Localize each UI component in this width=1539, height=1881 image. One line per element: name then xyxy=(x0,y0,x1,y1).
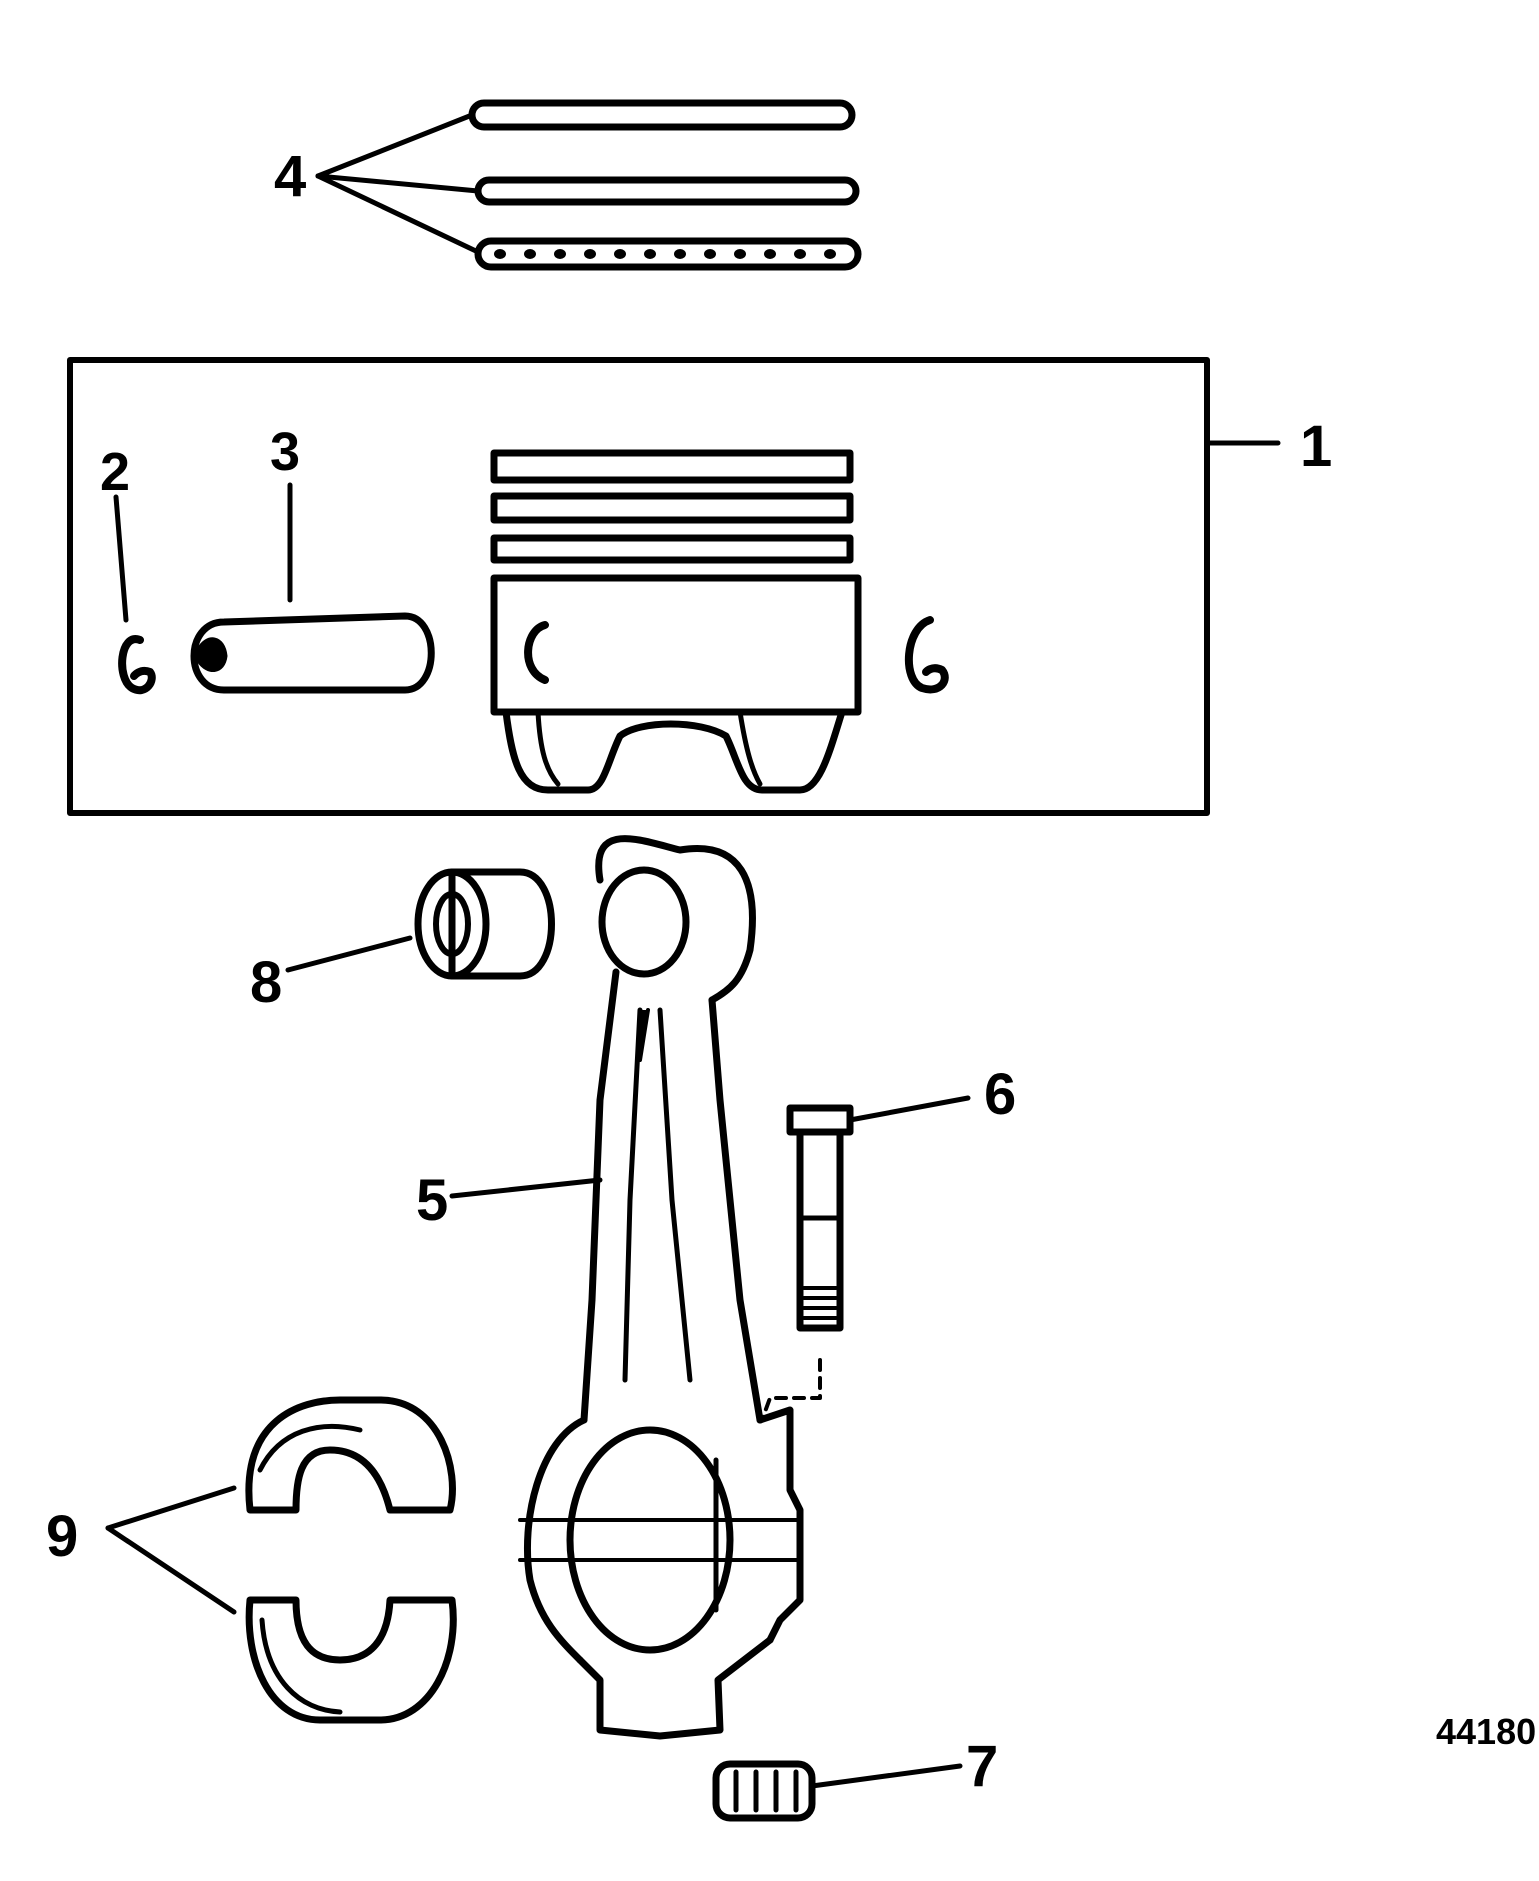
leader-line-2 xyxy=(113,494,129,623)
rod-bolt xyxy=(786,1104,854,1332)
piston-assembly-box xyxy=(67,357,1210,816)
leader-line-5 xyxy=(449,1177,603,1199)
rod-bearing-upper xyxy=(245,1396,456,1514)
rod-bearing-lower xyxy=(245,1596,457,1724)
bolt-alignment-line xyxy=(760,1358,822,1422)
leader-line-7 xyxy=(809,1763,963,1789)
connecting-rod xyxy=(518,835,804,1740)
big-end-bore xyxy=(566,1426,734,1654)
piston-pin xyxy=(190,612,435,694)
callout-5: 5 xyxy=(416,1168,448,1233)
compression-ring-top xyxy=(468,99,856,131)
callout-2: 2 xyxy=(100,442,130,502)
rod-nut xyxy=(712,1760,816,1822)
retaining-clip-left xyxy=(118,635,156,694)
callout-8: 8 xyxy=(250,950,282,1015)
piston-pin-bushing xyxy=(414,868,555,980)
callout-1: 1 xyxy=(1300,414,1332,479)
piston xyxy=(490,449,862,794)
small-end-bore xyxy=(598,866,690,978)
retaining-clip-right xyxy=(904,616,949,694)
leader-line-8 xyxy=(285,935,413,973)
callout-3: 3 xyxy=(270,422,300,482)
piston-ring-set xyxy=(468,99,862,271)
callout-7: 7 xyxy=(966,1734,998,1799)
callout-6: 6 xyxy=(984,1062,1016,1127)
leader-line-6 xyxy=(847,1095,971,1123)
leader-lines-4 xyxy=(315,112,481,255)
bolt-threads xyxy=(802,1286,838,1320)
oil-ring-slots xyxy=(494,249,836,259)
leader-lines-9 xyxy=(105,1485,237,1615)
compression-ring-second xyxy=(474,176,860,206)
figure-reference-id: 44180 xyxy=(1436,1711,1536,1752)
callout-4: 4 xyxy=(274,144,306,209)
callout-9: 9 xyxy=(46,1504,78,1569)
